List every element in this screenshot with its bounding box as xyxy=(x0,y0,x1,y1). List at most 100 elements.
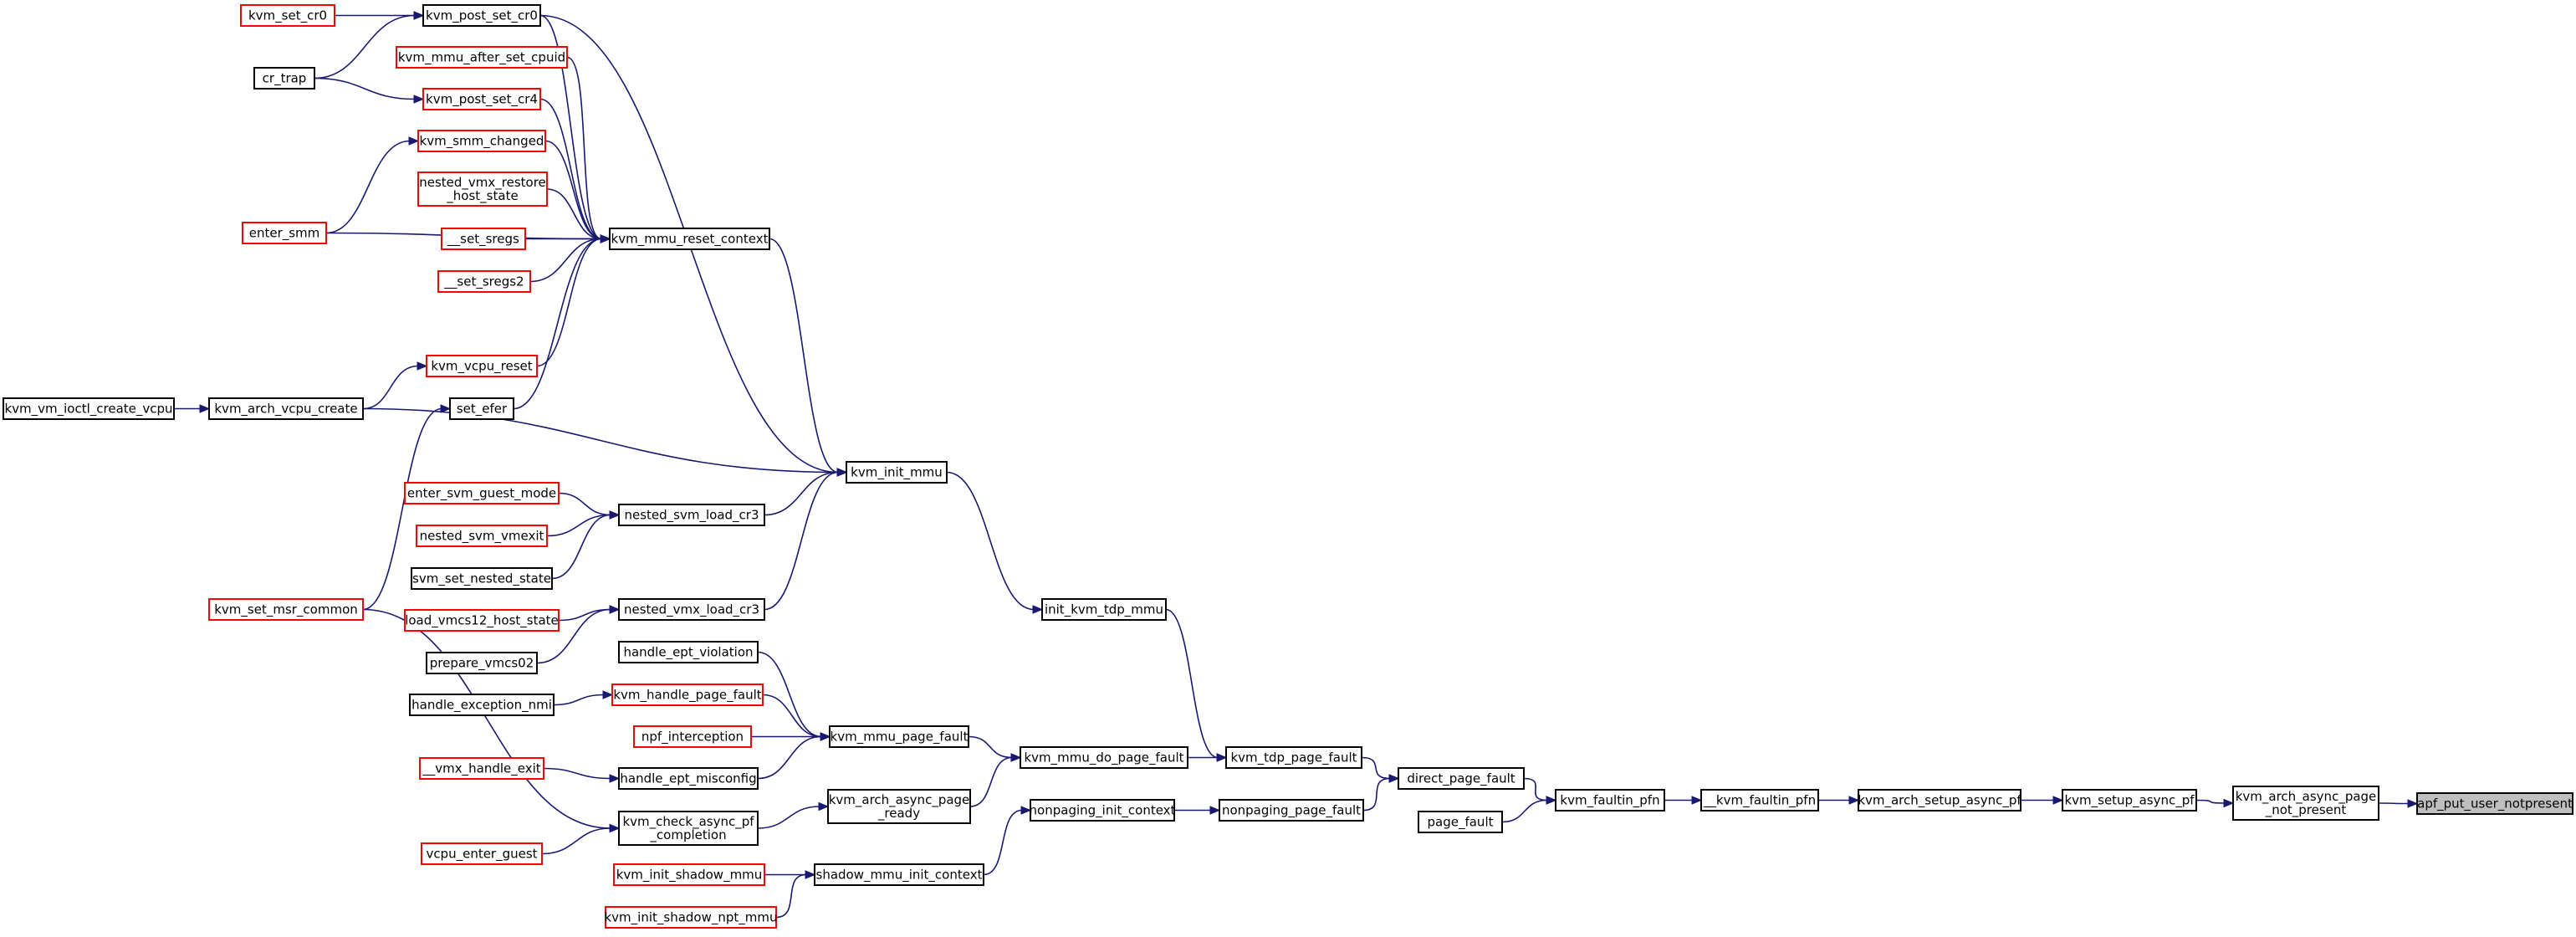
node-kvm-mmu-after-set-cpuid[interactable]: kvm_mmu_after_set_cpuid xyxy=(396,46,568,69)
node-npf-interception[interactable]: npf_interception xyxy=(633,725,752,748)
node-handle-exception-nmi[interactable]: handle_exception_nmi xyxy=(409,694,555,716)
edge-enter_smm-to-kvm_smm_changed xyxy=(325,140,411,234)
node-box xyxy=(426,652,538,674)
arrowhead xyxy=(820,732,831,741)
node-kvm-arch-async-page-ready[interactable]: kvm_arch_async_page_ready xyxy=(827,789,971,824)
node-load-vmcs12-host-state[interactable]: load_vmcs12_host_state xyxy=(404,609,560,632)
node-direct-page-fault[interactable]: direct_page_fault xyxy=(1398,767,1525,790)
node-nested-svm-vmexit[interactable]: nested_svm_vmexit xyxy=(416,525,548,547)
node-kvm-set-cr0[interactable]: kvm_set_cr0 xyxy=(240,4,335,27)
node-box xyxy=(1700,789,1819,812)
node-enter-svm-guest-mode[interactable]: enter_svm_guest_mode xyxy=(404,482,560,504)
node-nonpaging-page-fault[interactable]: nonpaging_page_fault xyxy=(1219,799,1364,822)
node-kvm-init-mmu[interactable]: kvm_init_mmu xyxy=(846,461,948,484)
edge-kvm_smm_changed-to-kvm_mmu_reset_context xyxy=(544,140,602,240)
node-box xyxy=(1225,746,1362,769)
node-label: kvm_arch_vcpu_create xyxy=(214,402,357,417)
edge-kvm_arch_async_page_not_present-to-apf_put_user_notpresent xyxy=(2378,802,2410,805)
node-kvm-tdp-page-fault[interactable]: kvm_tdp_page_fault xyxy=(1225,746,1362,769)
node-kvm-mmu-do-page-fault[interactable]: kvm_mmu_do_page_fault xyxy=(1020,746,1188,769)
nodes-layer: kvm_set_cr0 kvm_post_set_cr0 kvm_mmu_after… xyxy=(3,4,2573,929)
arrowhead xyxy=(1032,605,1044,614)
node-box xyxy=(814,863,984,886)
node-kvm-arch-vcpu-create[interactable]: kvm_arch_vcpu_create xyxy=(208,397,364,420)
node-label: kvm_vcpu_reset xyxy=(431,359,532,375)
node-kvm-arch-async-page-not-present[interactable]: kvm_arch_async_page_not_present xyxy=(2232,786,2379,821)
edge-vcpu_enter_guest-to-kvm_check_async_pf_completion xyxy=(541,827,611,855)
node-kvm-smm-changed[interactable]: kvm_smm_changed xyxy=(417,130,546,152)
arrowhead xyxy=(417,361,428,371)
node-enter-smm[interactable]: enter_smm xyxy=(242,222,327,244)
node-set-efer[interactable]: set_efer xyxy=(449,397,514,420)
node-handle-ept-violation[interactable]: handle_ept_violation xyxy=(618,641,759,663)
node-init-kvm-tdp-mmu[interactable]: init_kvm_tdp_mmu xyxy=(1041,598,1167,621)
edge-kvm_post_set_cr4-to-kvm_mmu_reset_context xyxy=(539,98,602,240)
node---vmx-handle-exit[interactable]: __vmx_handle_exit xyxy=(419,757,544,780)
edge-shadow_mmu_init_context-to-nonpaging_init_context xyxy=(983,809,1023,876)
node-kvm-init-shadow-mmu[interactable]: kvm_init_shadow_mmu xyxy=(613,863,765,886)
node-label: kvm_init_mmu xyxy=(851,465,943,481)
node-prepare-vmcs02[interactable]: prepare_vmcs02 xyxy=(426,652,538,674)
arrowhead xyxy=(1209,806,1221,815)
node-label: __set_sregs2 xyxy=(443,274,524,290)
node---set-sregs2[interactable]: __set_sregs2 xyxy=(437,270,531,293)
node-label: __kvm_faultin_pfn xyxy=(1703,793,1816,809)
edge-nested_vmx_load_cr3-to-kvm_init_mmu xyxy=(764,471,839,611)
node-kvm-set-msr-common[interactable]: kvm_set_msr_common xyxy=(208,598,364,621)
node-handle-ept-misconfig[interactable]: handle_ept_misconfig xyxy=(618,767,759,790)
edge-__vmx_handle_exit-to-handle_ept_misconfig xyxy=(543,767,611,780)
node-nonpaging-init-context[interactable]: nonpaging_init_context xyxy=(1030,799,1176,822)
node-label: kvm_init_shadow_npt_mmu xyxy=(604,910,777,926)
node-shadow-mmu-init-context[interactable]: shadow_mmu_init_context xyxy=(814,863,984,886)
node-cr-trap[interactable]: cr_trap xyxy=(253,67,315,90)
node-label: __set_sregs xyxy=(447,232,519,248)
edge-handle_exception_nmi-to-kvm_handle_page_fault xyxy=(553,694,605,706)
node-kvm-arch-setup-async-pf[interactable]: kvm_arch_setup_async_pf xyxy=(1858,789,2021,812)
node-box xyxy=(2416,792,2573,815)
node-box xyxy=(633,725,752,748)
node-kvm-post-set-cr4[interactable]: kvm_post_set_cr4 xyxy=(422,88,541,110)
node-label: kvm_init_shadow_mmu xyxy=(616,868,763,883)
node-nested-vmx-load-cr3[interactable]: nested_vmx_load_cr3 xyxy=(618,598,765,621)
node-label: prepare_vmcs02 xyxy=(430,656,534,672)
node-kvm-faultin-pfn[interactable]: kvm_faultin_pfn xyxy=(1555,789,1665,812)
node-box xyxy=(441,228,526,250)
node-box xyxy=(618,811,759,846)
node-box xyxy=(1219,799,1364,822)
node-label: kvm_set_msr_common xyxy=(214,602,358,618)
node-box xyxy=(437,270,531,293)
node-vcpu-enter-guest[interactable]: vcpu_enter_guest xyxy=(421,842,543,865)
node-nested-svm-load-cr3[interactable]: nested_svm_load_cr3 xyxy=(618,504,765,526)
node-box xyxy=(1030,799,1175,822)
node-kvm-mmu-reset-context[interactable]: kvm_mmu_reset_context xyxy=(609,228,770,250)
node-kvm-post-set-cr0[interactable]: kvm_post_set_cr0 xyxy=(422,4,541,27)
node-label: enter_smm xyxy=(249,226,320,242)
node-box xyxy=(846,461,948,484)
node-kvm-check-async-pf-completion[interactable]: kvm_check_async_pf_completion xyxy=(618,811,759,846)
node-kvm-vm-ioctl-create-vcpu[interactable]: kvm_vm_ioctl_create_vcpu xyxy=(3,397,175,420)
arrowhead xyxy=(413,11,425,20)
node-kvm-setup-async-pf[interactable]: kvm_setup_async_pf xyxy=(2062,789,2197,812)
node-kvm-init-shadow-npt-mmu[interactable]: kvm_init_shadow_npt_mmu xyxy=(604,906,778,929)
node-box xyxy=(1858,789,2021,812)
node-box xyxy=(829,725,969,748)
node-svm-set-nested-state[interactable]: svm_set_nested_state xyxy=(411,567,553,590)
node-label: vcpu_enter_guest xyxy=(426,847,537,863)
node-kvm-mmu-page-fault[interactable]: kvm_mmu_page_fault xyxy=(829,725,969,748)
node-kvm-handle-page-fault[interactable]: kvm_handle_page_fault xyxy=(611,684,764,706)
node-page-fault[interactable]: page_fault xyxy=(1418,811,1503,833)
edge-load_vmcs12_host_state-to-nested_vmx_load_cr3 xyxy=(558,608,611,622)
node---kvm-faultin-pfn[interactable]: __kvm_faultin_pfn xyxy=(1700,789,1819,812)
node-apf-put-user-notpresent[interactable]: apf_put_user_notpresent xyxy=(2416,792,2573,815)
node-box xyxy=(449,397,514,420)
node-box xyxy=(827,789,971,824)
node-kvm-vcpu-reset[interactable]: kvm_vcpu_reset xyxy=(426,355,538,377)
node-nested-vmx-restore-host-state[interactable]: nested_vmx_restore_host_state xyxy=(417,172,548,207)
node-box xyxy=(419,757,544,780)
node-label: kvm_smm_changed xyxy=(420,134,544,150)
node-box xyxy=(2062,789,2197,812)
node-label: kvm_vm_ioctl_create_vcpu xyxy=(4,402,172,417)
node-box xyxy=(1398,767,1525,790)
node---set-sregs[interactable]: __set_sregs xyxy=(441,228,526,250)
